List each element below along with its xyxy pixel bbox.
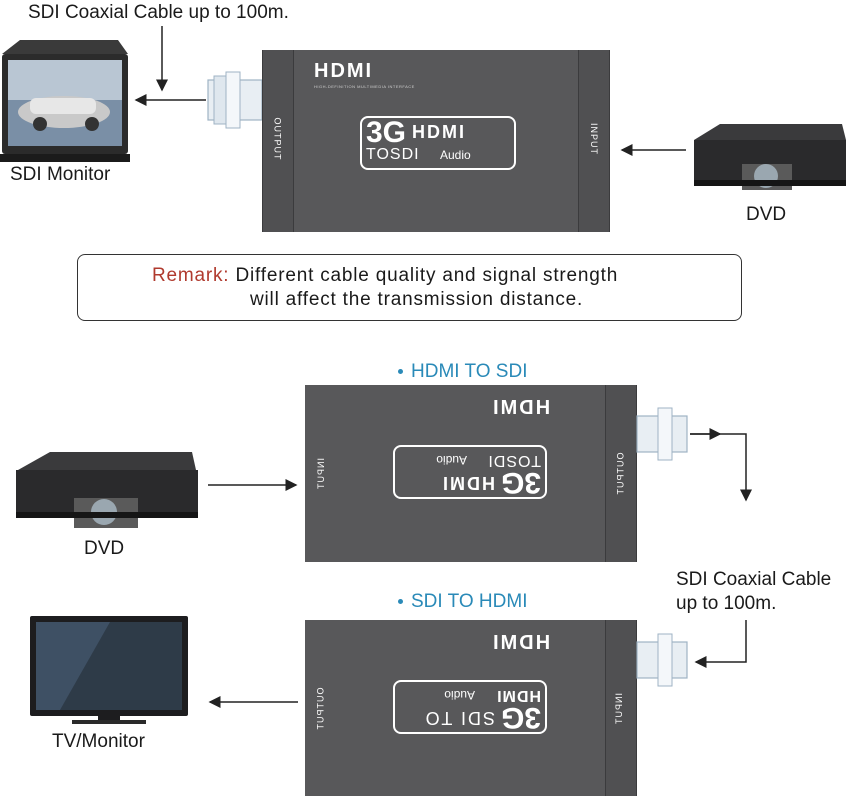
hdmi-to-sdi-device: HDMI 3G HDMI TOSDI Audio INPUT OUTPUT	[305, 385, 637, 562]
remark-label: Remark:	[152, 265, 230, 286]
sdi-to-hdmi-label: SDI TO HDMI	[398, 591, 527, 613]
bullet-dot	[398, 599, 403, 605]
hdmi-to-sdi-label: HDMI TO SDI	[398, 361, 527, 383]
top-dvd-label: DVD	[746, 204, 787, 225]
product-tosdi: TOSDI	[366, 146, 420, 163]
remark-line-2: will affect the transmission distance.	[250, 289, 584, 310]
bottom-dvd-label: DVD	[84, 538, 125, 559]
sdi-monitor-label: SDI Monitor	[10, 164, 111, 185]
remark-line-1: Different cable quality and signal stren…	[235, 265, 619, 286]
bottom-cable-label-line2: up to 100m.	[676, 593, 777, 614]
bottom-cable-label: SDI Coaxial Cable up to 100m.	[676, 568, 831, 616]
hdmi-logo-subtitle: HIGH-DEFINITION MULTIMEDIA INTERFACE	[314, 84, 415, 89]
sdi-to-hdmi-device: HDMI 3G SDI TO HDMI Audio OUTPUT INPUT	[305, 620, 637, 796]
top-cable-label: SDI Coaxial Cable up to 100m.	[28, 2, 289, 23]
remark-box	[77, 254, 742, 321]
product-audio: Audio	[440, 148, 471, 162]
remark-text: Remark: Different cable quality and sign…	[152, 264, 618, 312]
product-3g: 3G	[366, 116, 407, 149]
product-badge: 3G HDMI TOSDI Audio	[360, 116, 516, 170]
bottom-cable-label-line1: SDI Coaxial Cable	[676, 569, 832, 590]
tv-monitor-label: TV/Monitor	[52, 731, 145, 752]
hdmi-logo: HDMI	[314, 60, 374, 82]
top-converter-device: HDMI HIGH-DEFINITION MULTIMEDIA INTERFAC…	[262, 50, 610, 232]
bullet-dot	[398, 369, 403, 375]
product-hdmi: HDMI	[412, 122, 466, 142]
